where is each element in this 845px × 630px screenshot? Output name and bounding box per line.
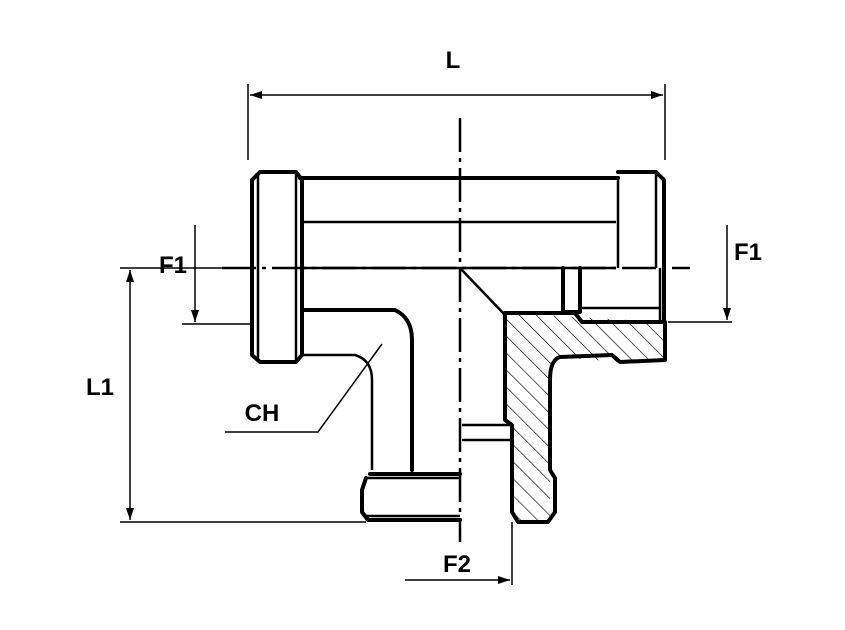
section-hatch (462, 311, 667, 524)
dimension-l1: L1 (86, 270, 366, 523)
run-body (250, 170, 666, 364)
dimension-f1-left: F1 (120, 225, 250, 325)
dimension-f2: F2 (405, 522, 513, 585)
label-l1: L1 (86, 374, 114, 401)
dimension-f1-right: F1 (668, 225, 762, 323)
leader-ch: CH (225, 343, 383, 433)
label-f1-left: F1 (159, 252, 187, 279)
label-f2: F2 (443, 551, 471, 578)
branch-body (300, 267, 506, 522)
label-ch: CH (245, 400, 280, 427)
dimension-l: L (247, 47, 666, 160)
label-l: L (446, 47, 461, 74)
label-f1-right: F1 (734, 239, 762, 266)
